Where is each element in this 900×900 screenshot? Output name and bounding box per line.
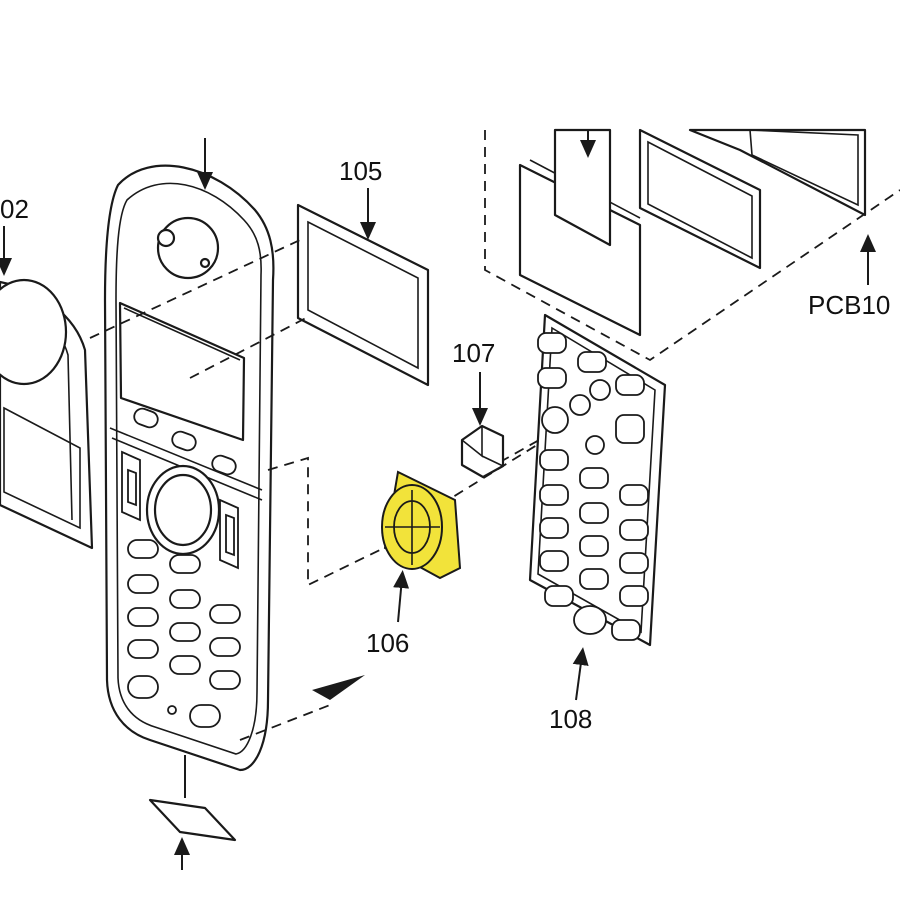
part-108-keypad [528,313,667,647]
number-keys [127,539,241,728]
pcb-assembly [518,128,867,337]
part-107-connector [460,424,505,479]
callout-102: 02 [0,194,29,224]
part-106-highlighted [381,470,462,580]
callout-108: 108 [549,704,593,734]
bottom-label-plate [148,755,237,842]
direction-arrow [312,675,365,700]
callout-107: 107 [452,338,496,368]
assembly-guides [89,130,900,741]
part-105-lens [296,203,430,387]
part-102-panel [0,278,94,550]
callout-pcb: PCB10 [808,290,891,320]
display-window [118,301,246,442]
handset-housing [103,164,275,772]
callout-105: 105 [339,156,383,186]
keypad-keys [537,332,649,641]
earpiece-circle [156,216,220,280]
leader-lines [0,130,876,870]
callout-106: 106 [366,628,410,658]
